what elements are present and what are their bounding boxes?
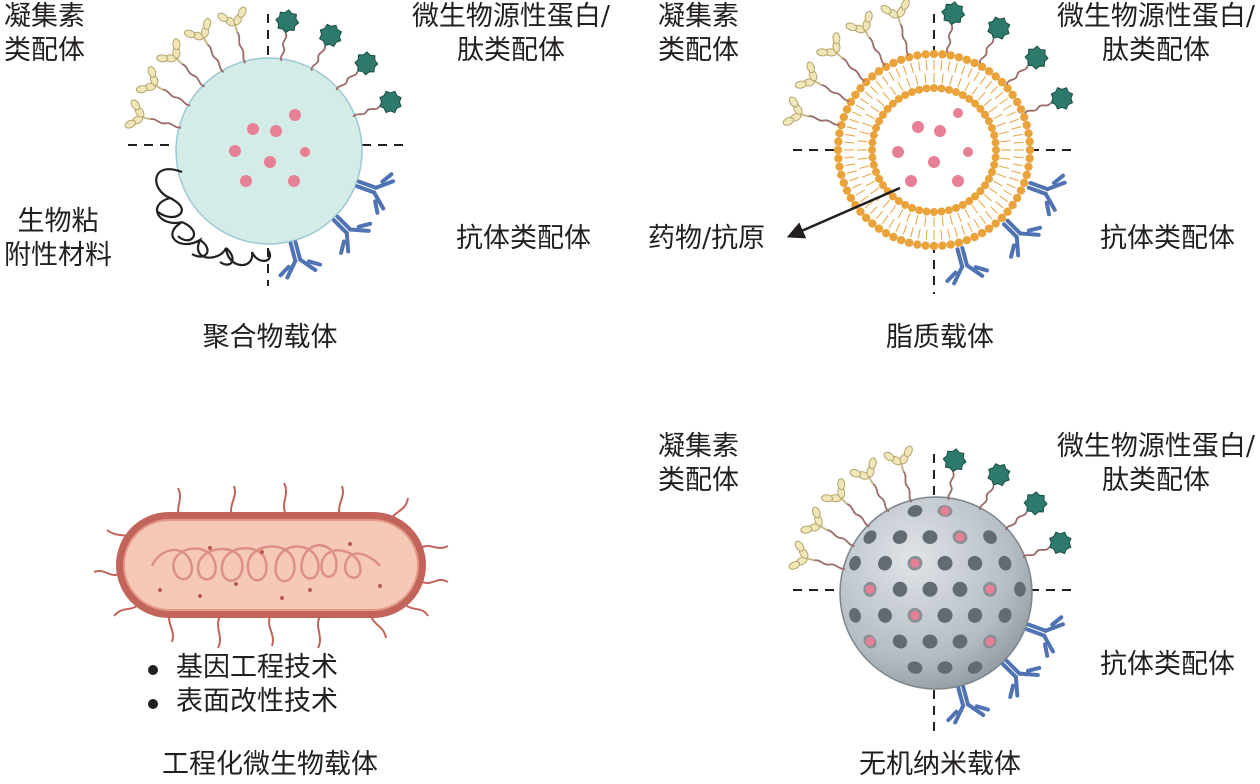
polymer-cargo-dots <box>229 109 310 187</box>
inorganic-carrier <box>788 445 1076 736</box>
bioadhesive-line1: 生物粘 <box>17 206 99 237</box>
inorganic-antibody-ligands <box>946 615 1065 725</box>
inorganic-quadrant-lines <box>793 454 1076 736</box>
lipid-microbial-ligands <box>941 1 1074 114</box>
lipid-cargo-dots <box>892 108 973 187</box>
inorganic-microbial-line2: 肽类配体 <box>1102 465 1210 496</box>
bioadhesive-polymer-chain <box>155 168 271 267</box>
microbe-title: 工程化微生物载体 <box>162 749 378 780</box>
microbe-technique-item: 表面改性技术 <box>146 685 338 719</box>
inorganic-antibody-label: 抗体类配体 <box>1100 649 1235 680</box>
polymer-microbial-ligands <box>275 9 402 118</box>
inorganic-microbial-line1: 微生物源性蛋白/ <box>1056 431 1256 462</box>
lipid-microbial-label: 微生物源性蛋白/ 肽类配体 <box>1054 0 1258 68</box>
lipid-antibody-ligands <box>945 173 1067 286</box>
lipid-carrier <box>782 0 1076 294</box>
polymer-antibody-ligands <box>278 172 396 280</box>
polymer-particle <box>175 57 363 245</box>
polymer-microbial-line1: 微生物源性蛋白/ <box>411 1 611 32</box>
lipid-microbial-line1: 微生物源性蛋白/ <box>1056 1 1256 32</box>
bioadhesive-line2: 附性材料 <box>4 240 112 271</box>
polymer-title: 聚合物载体 <box>202 322 338 353</box>
polymer-lectin-ligands <box>124 6 247 129</box>
microbe-technique-item: 基因工程技术 <box>146 651 338 685</box>
lipid-lectin-label: 凝集素 类配体 <box>658 0 739 68</box>
polymer-carrier <box>124 6 410 286</box>
lipid-antibody-label: 抗体类配体 <box>1100 223 1235 254</box>
drug-arrow <box>786 186 901 239</box>
lipid-microbial-line2: 肽类配体 <box>1102 35 1210 66</box>
lipid-lectin-line2: 类配体 <box>658 35 739 66</box>
inorganic-lectin-line2: 类配体 <box>658 465 739 496</box>
inorganic-lectin-line1: 凝集素 <box>658 431 739 462</box>
lipid-bilayer <box>833 49 1035 251</box>
bioadhesive-label: 生物粘 附性材料 <box>4 205 112 273</box>
microbe-technique-list: 基因工程技术 表面改性技术 <box>146 651 338 719</box>
polymer-quadrant-lines <box>128 14 410 286</box>
polymer-microbial-label: 微生物源性蛋白/ 肽类配体 <box>410 0 612 68</box>
lipid-lectin-line1: 凝集素 <box>658 1 739 32</box>
inorganic-title: 无机纳米载体 <box>859 749 1021 780</box>
lipid-lectin-ligands <box>782 0 910 126</box>
polymer-lectin-line1: 凝集素 <box>4 1 85 32</box>
inorganic-lectin-ligands <box>788 445 913 570</box>
inorganic-microbial-label: 微生物源性蛋白/ 肽类配体 <box>1054 430 1258 498</box>
polymer-lectin-label: 凝集素 类配体 <box>4 0 85 68</box>
drug-antigen-label: 药物/抗原 <box>648 223 766 254</box>
polymer-microbial-line2: 肽类配体 <box>457 35 565 66</box>
lipid-title: 脂质载体 <box>886 322 994 353</box>
inorganic-microbial-ligands <box>942 448 1072 559</box>
inorganic-pores <box>849 505 1026 674</box>
lipid-quadrant-lines <box>793 14 1076 294</box>
polymer-antibody-label: 抗体类配体 <box>456 223 591 254</box>
bacterium-dna <box>150 544 381 583</box>
microbe-carrier <box>93 482 449 649</box>
polymer-lectin-line2: 类配体 <box>4 35 85 66</box>
bacterium-ribosomes <box>158 542 382 600</box>
inorganic-lectin-label: 凝集素 类配体 <box>658 430 739 498</box>
